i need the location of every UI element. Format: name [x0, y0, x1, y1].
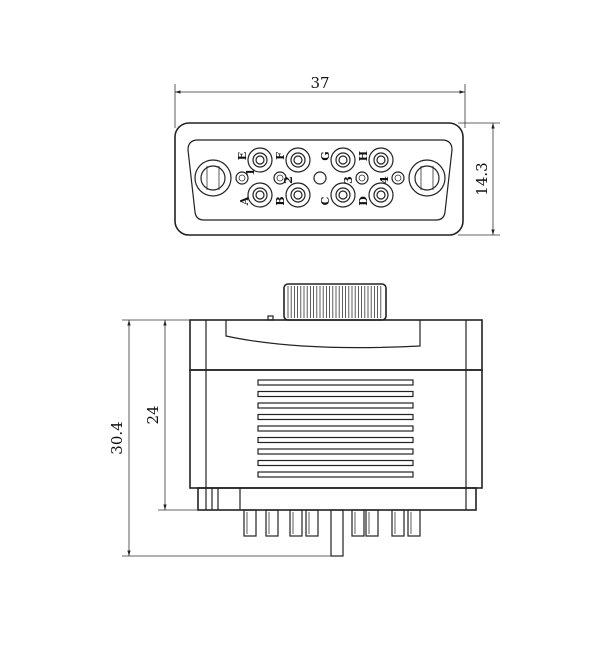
contact-pin — [289, 509, 303, 537]
right-screw — [408, 159, 446, 197]
knurled-knob — [283, 283, 387, 321]
signal-pin-3 — [355, 171, 369, 185]
vent-slot — [257, 448, 414, 455]
vent-slot — [257, 390, 414, 398]
pin-label-G: G — [319, 151, 332, 160]
vent-slot — [257, 471, 414, 478]
contact-A — [247, 182, 273, 208]
top-view: 37 14.3 E — [174, 74, 500, 236]
vent-slot — [257, 459, 414, 467]
contact-pin — [243, 509, 257, 537]
upper-housing — [189, 319, 483, 371]
pin-label-A: A — [238, 196, 251, 206]
contact-E — [247, 147, 273, 173]
ventilation-slots — [257, 379, 414, 478]
cover-plate — [225, 320, 421, 349]
vent-slot — [257, 402, 414, 409]
height-top-dim-label: 14.3 — [473, 162, 491, 195]
vent-slot — [257, 379, 414, 386]
height-body-dim-label: 24 — [144, 405, 162, 424]
lower-housing — [189, 369, 483, 489]
flange-outline — [174, 122, 464, 236]
contact-pin — [351, 509, 365, 537]
knob-knurling — [287, 286, 382, 318]
long-center-pin — [330, 509, 344, 557]
contact-pin — [407, 509, 421, 537]
pin-label-B: B — [274, 196, 287, 205]
contact-pin — [265, 509, 279, 537]
contact-pin — [391, 509, 405, 537]
pin-number-3: 3 — [342, 176, 355, 184]
pin-number-4: 4 — [378, 176, 391, 184]
contact-pin — [365, 509, 379, 537]
contact-G — [330, 147, 356, 173]
height-total-dim-label: 30.4 — [108, 421, 126, 454]
vent-slot — [257, 425, 414, 432]
contact-pin — [305, 509, 319, 537]
pin-label-F: F — [274, 152, 287, 160]
vent-slot — [257, 413, 414, 421]
signal-pin-1 — [235, 171, 249, 185]
signal-pin-4 — [391, 171, 405, 185]
pin-label-D: D — [357, 196, 370, 206]
vent-slot — [257, 436, 414, 444]
center-key-hole — [313, 171, 327, 185]
pin-number-1: 1 — [244, 168, 257, 176]
width-dim-label: 37 — [310, 74, 329, 92]
pin-label-H: H — [357, 151, 370, 161]
left-screw — [194, 159, 232, 197]
contact-pins — [243, 509, 421, 537]
pin-number-2: 2 — [282, 176, 295, 184]
pin-label-C: C — [319, 196, 332, 205]
contact-H — [368, 147, 394, 173]
signal-pin-2 — [273, 171, 287, 185]
contact-C — [330, 182, 356, 208]
shell-outline — [187, 139, 453, 221]
contact-D — [368, 182, 394, 208]
side-view: 24 30.4 — [108, 283, 483, 557]
contact-B — [285, 182, 311, 208]
pin-label-E: E — [236, 152, 249, 160]
contact-F — [285, 147, 311, 173]
